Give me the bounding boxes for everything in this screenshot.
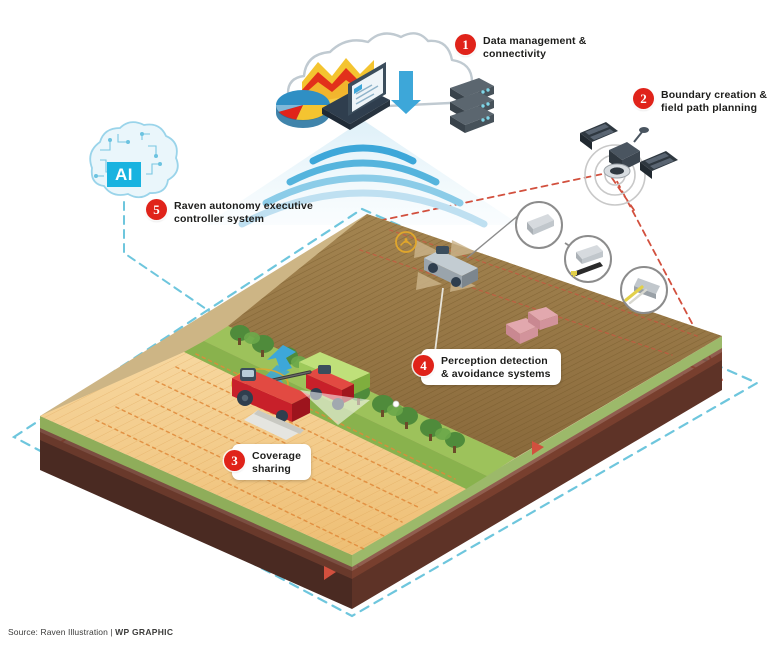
obstacle-rocks (506, 307, 558, 344)
credit-publisher: WP GRAPHIC (115, 627, 174, 637)
callout-badge-1: 1 (455, 34, 476, 55)
sensor-bubble-3 (620, 266, 668, 314)
sensor-callout-chain (466, 201, 668, 314)
callout-coverage-sharing[interactable]: 3 Coverage sharing (224, 444, 312, 481)
detection-fan (300, 390, 370, 425)
direction-arrow-marker-2 (532, 441, 544, 455)
ai-link-line (123, 201, 213, 314)
satellite-link-lines (367, 171, 723, 381)
laptop (322, 62, 390, 130)
source-credit: Source: Raven Illustration | WP GRAPHIC (8, 627, 173, 637)
download-arrow (391, 71, 421, 114)
field-side-front (352, 352, 722, 609)
coverage-rows-tilled (359, 229, 701, 356)
callout-label-5: Raven autonomy executive controller syst… (174, 200, 313, 225)
callout-label-4: Perception detection & avoidance systems (441, 355, 551, 380)
pie-chart (275, 90, 331, 128)
connectivity-beam (205, 120, 520, 225)
satellite (580, 122, 678, 179)
ai-label: AI (107, 162, 141, 187)
callout-raven-autonomy[interactable]: 5 Raven autonomy executive controller sy… (146, 199, 313, 225)
satellite-group (580, 122, 678, 206)
combine-harvester (232, 368, 400, 440)
callout-label-1: Data management & connectivity (483, 35, 587, 60)
callout-badge-4: 4 (413, 355, 434, 376)
sensor-bubble-2 (564, 235, 612, 283)
field-green-rim-left (40, 416, 352, 567)
callout-perception-detection[interactable]: 4 Perception detection & avoidance syste… (413, 349, 561, 386)
combine-header (244, 410, 304, 440)
callout-label-3: Coverage sharing (252, 450, 302, 475)
field-side-left (40, 432, 352, 609)
field-block (40, 214, 722, 609)
autonomous-vehicle (395, 231, 478, 353)
callout-label-2: Boundary creation & field path planning (661, 89, 768, 114)
callout-data-management[interactable]: 1 Data management & connectivity (455, 34, 587, 60)
sensor-bubble-1 (515, 201, 563, 249)
signal-arcs (238, 144, 488, 228)
server-rack (450, 78, 494, 133)
callout-badge-2: 2 (633, 88, 654, 109)
sensor-badge (395, 231, 417, 253)
callout-badge-3: 3 (224, 450, 245, 471)
direction-arrow-marker (324, 566, 336, 580)
credit-source: Source: Raven Illustration | (8, 627, 116, 637)
cloud-system (275, 32, 494, 133)
callout-badge-5: 5 (146, 199, 167, 220)
callout-boundary-creation[interactable]: 2 Boundary creation & field path plannin… (633, 88, 767, 114)
coverage-rows (95, 353, 456, 551)
